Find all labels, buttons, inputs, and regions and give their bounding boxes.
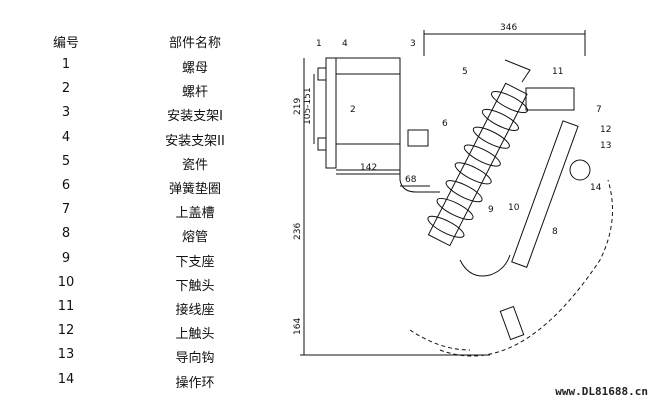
part-number: 9 — [61, 250, 71, 266]
part-number: 3 — [61, 105, 71, 121]
table-row: 8 熔管 — [20, 226, 260, 248]
part-number: 7 — [61, 202, 71, 218]
operating-ring — [569, 159, 591, 181]
callout-2: 2 — [350, 105, 356, 115]
callout-14: 14 — [590, 183, 602, 193]
dim-219: 219 — [293, 98, 303, 115]
part-number: 11 — [57, 299, 75, 314]
table-row: 1 螺母 — [20, 57, 260, 79]
part-number: 2 — [61, 81, 71, 97]
table-row: 7 上盖槽 — [20, 202, 260, 224]
swing-arc — [439, 179, 613, 357]
table-row: 12 上触头 — [20, 323, 260, 345]
dim-346: 346 — [500, 23, 517, 33]
callout-10: 10 — [508, 203, 520, 213]
part-name: 接线座 — [175, 303, 215, 318]
callout-8: 8 — [552, 227, 558, 237]
table-row: 10 下触头 — [20, 275, 260, 297]
watermark: www.DL81688.cn — [555, 385, 648, 398]
table-row: 14 操作环 — [20, 372, 260, 394]
mounting-plate — [325, 57, 337, 169]
spring-washer — [407, 129, 429, 147]
callout-3: 3 — [410, 39, 416, 49]
table-row: 6 弹簧垫圈 — [20, 178, 260, 200]
dim-142: 142 — [360, 163, 377, 173]
part-name: 螺母 — [181, 61, 208, 76]
dim-236: 236 — [293, 223, 303, 240]
part-name: 弹簧垫圈 — [168, 182, 221, 197]
part-number: 4 — [61, 129, 71, 145]
part-name: 导向钩 — [175, 351, 215, 367]
callout-9: 9 — [488, 205, 494, 215]
bracket-frame — [336, 57, 401, 171]
callout-12: 12 — [600, 125, 611, 135]
table-row: 11 接线座 — [20, 299, 260, 321]
dim-68: 68 — [405, 175, 417, 185]
dim-105-151: 105-151 — [303, 87, 313, 125]
swung-tube-end — [499, 305, 525, 341]
part-name: 安装支架II — [165, 133, 225, 149]
part-number: 1 — [61, 57, 71, 72]
table-row: 13 导向钩 — [20, 347, 260, 369]
part-name: 上触头 — [175, 327, 215, 343]
part-name: 螺杆 — [181, 85, 208, 101]
lower-contact — [459, 254, 511, 277]
bracket-arm — [399, 170, 440, 193]
callout-5: 5 — [462, 67, 468, 77]
table-row: 9 下支座 — [20, 251, 260, 273]
part-name: 瓷件 — [181, 157, 208, 173]
part-number: 5 — [61, 153, 71, 169]
part-number: 14 — [57, 371, 75, 387]
part-number: 10 — [57, 274, 75, 290]
part-name: 操作环 — [175, 375, 215, 391]
part-number: 8 — [61, 226, 71, 242]
nut-top — [317, 67, 327, 81]
header-number: 编号 — [52, 36, 79, 51]
callout-1: 1 — [316, 39, 322, 49]
callout-11: 11 — [552, 67, 563, 77]
part-name: 熔管 — [181, 230, 208, 246]
header-name: 部件名称 — [168, 36, 221, 51]
fuse-diagram: 346 219 105-151 142 68 236 164 1 4 2 3 5… — [293, 23, 613, 357]
nut-bottom — [317, 137, 327, 151]
dim-164: 164 — [293, 318, 303, 335]
fuse-tube — [511, 120, 579, 268]
part-name: 上盖槽 — [175, 206, 215, 222]
insulator — [427, 82, 529, 247]
callout-4: 4 — [342, 39, 348, 49]
part-name: 安装支架I — [167, 109, 223, 125]
table-header: 编号 部件名称 — [20, 32, 260, 54]
part-name: 下触头 — [175, 278, 215, 294]
table-row: 4 安装支架II — [20, 130, 260, 152]
swing-arc-lower — [409, 329, 471, 351]
callout-6: 6 — [442, 119, 448, 129]
table-row: 3 安装支架I — [20, 105, 260, 127]
table-row: 5 瓷件 — [20, 154, 260, 176]
table-row: 2 螺杆 — [20, 81, 260, 103]
part-number: 12 — [57, 323, 75, 339]
callout-13: 13 — [600, 141, 611, 151]
parts-table: 编号 部件名称 1 螺母 2 螺杆 3 安装支架I 4 安装支架II 5 瓷件 6 弹簧垫圈 7 上盖槽 8… — [20, 30, 260, 391]
terminal-seat — [504, 59, 531, 83]
part-name: 下支座 — [175, 254, 215, 270]
part-number: 13 — [57, 347, 75, 363]
callout-7: 7 — [596, 105, 602, 115]
upper-cover — [525, 87, 575, 111]
part-number: 6 — [61, 178, 71, 193]
